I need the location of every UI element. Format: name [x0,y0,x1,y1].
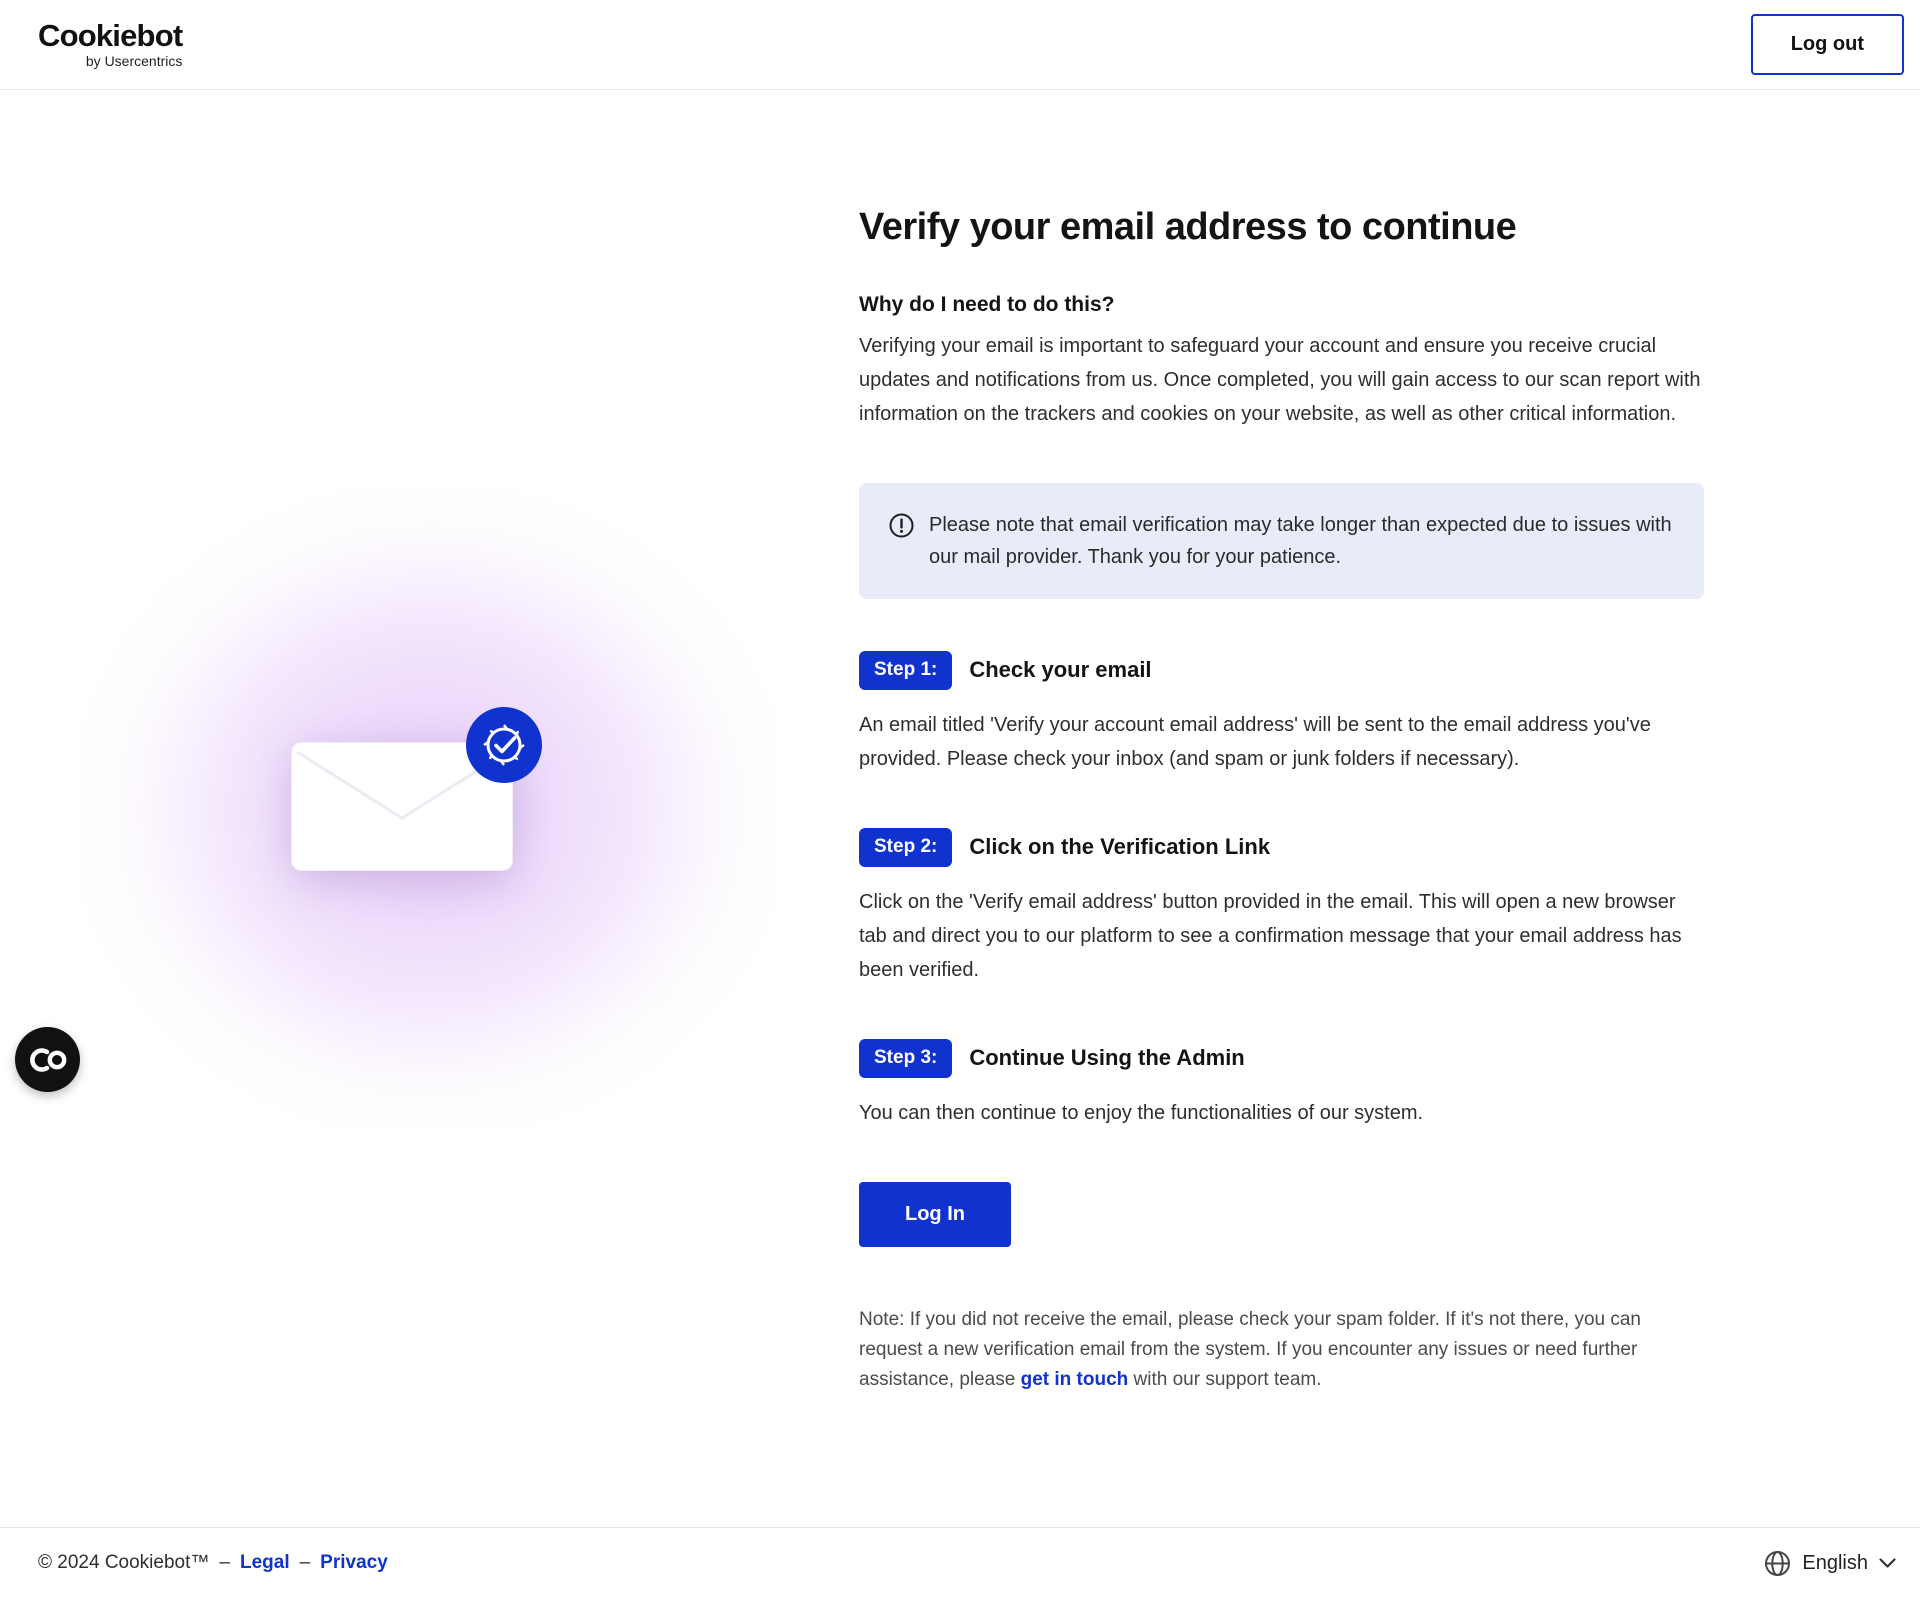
note-text: Note: If you did not receive the email, … [859,1305,1689,1395]
privacy-link[interactable]: Privacy [320,1552,388,1573]
logo-title: Cookiebot [38,17,183,53]
step-2-badge: Step 2: [859,827,953,867]
verify-email-panel: Verify your email address to continue Wh… [859,90,1704,1395]
why-body-text: Verifying your email is important to saf… [859,335,1701,425]
step-3-row: Step 3: Continue Using the Admin [859,1038,1704,1078]
step-3-heading: Continue Using the Admin [969,1045,1245,1071]
language-label: English [1802,1551,1868,1574]
step-2-section: Step 2: Click on the Verification Link C… [859,827,1704,987]
step-2-heading: Click on the Verification Link [969,834,1271,860]
notice-text: Please note that email verification may … [929,514,1672,568]
why-heading: Why do I need to do this? [859,293,1115,316]
envelope-illustration [291,742,513,871]
logo-subtitle: by Usercentrics [85,53,183,70]
footer: © 2024 Cookiebot™ – Legal – Privacy Engl… [0,1527,1920,1598]
note-text-before: Note: If you did not receive the email, … [859,1308,1641,1390]
step-1-row: Step 1: Check your email [859,651,1704,690]
login-button[interactable]: Log In [859,1181,1011,1247]
step-1-body: An email titled 'Verify your account ema… [859,713,1651,770]
alert-info-icon [889,513,914,543]
footer-separator: – [219,1552,230,1573]
step-2-body: Click on the 'Verify email address' butt… [859,890,1682,981]
globe-icon [1764,1550,1791,1577]
envelope-icon [291,742,513,871]
header: Cookiebot by Usercentrics Log out [0,0,1920,90]
get-in-touch-link[interactable]: get in touch [1020,1368,1129,1390]
notice-banner: Please note that email verification may … [859,483,1704,599]
note-text-after: with our support team. [1128,1368,1322,1390]
copyright-text: © 2024 Cookiebot™ [38,1552,210,1573]
step-1-heading: Check your email [969,657,1152,683]
logout-button[interactable]: Log out [1750,14,1904,75]
verified-check-icon [466,707,542,783]
cookiebot-logo[interactable]: Cookiebot by Usercentrics [38,17,183,70]
chevron-down-icon [1879,1557,1896,1569]
verified-seal-badge [466,707,542,783]
step-3-section: Step 3: Continue Using the Admin You can… [859,1038,1704,1130]
footer-separator: – [299,1552,311,1573]
main-content: Verify your email address to continue Wh… [0,90,1920,1527]
footer-copyright-row: © 2024 Cookiebot™ – Legal – Privacy [38,1552,388,1574]
step-3-body: You can then continue to enjoy the funct… [859,1101,1424,1124]
language-selector[interactable]: English [1764,1550,1896,1577]
cookiebot-widget-button[interactable] [15,1027,80,1092]
legal-link[interactable]: Legal [239,1552,290,1573]
page-title: Verify your email address to continue [859,206,1517,248]
step-3-badge: Step 3: [859,1038,953,1078]
step-1-badge: Step 1: [859,651,953,690]
cookiebot-mark-icon [29,1047,66,1072]
step-2-row: Step 2: Click on the Verification Link [859,827,1704,867]
step-1-section: Step 1: Check your email An email titled… [859,651,1704,776]
